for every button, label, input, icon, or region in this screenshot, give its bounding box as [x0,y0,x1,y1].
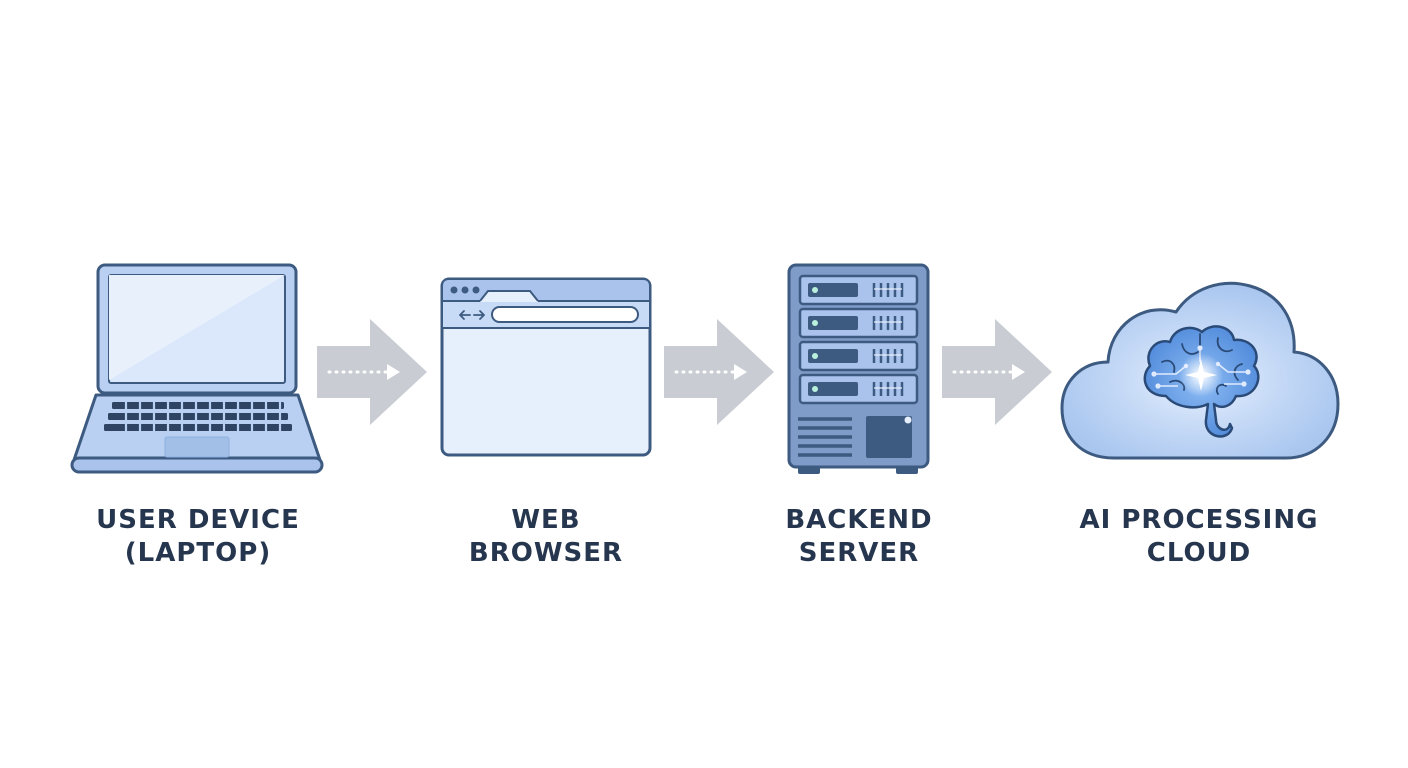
label-line: WEB [511,505,581,535]
node-label-ai-cloud: AI PROCESSING CLOUD [1049,504,1349,570]
node-label-user-device: USER DEVICE (LAPTOP) [48,504,348,570]
label-line: SERVER [798,538,920,568]
node-label-web-browser: WEB BROWSER [396,504,696,570]
flow-arrow [942,319,1052,425]
laptop-icon [70,263,324,474]
label-line: CLOUD [1146,538,1252,568]
node-label-backend-server: BACKEND SERVER [709,504,1009,570]
flow-arrow [317,319,427,425]
label-line: BROWSER [468,538,624,568]
label-line: AI PROCESSING [1079,505,1319,535]
label-line: BACKEND [785,505,933,535]
browser-window-icon [440,277,652,457]
label-line: (LAPTOP) [124,538,272,568]
flow-arrow [664,319,774,425]
server-rack-icon [787,263,930,474]
cloud-brain-icon [1060,281,1340,460]
label-line: USER DEVICE [96,505,300,535]
